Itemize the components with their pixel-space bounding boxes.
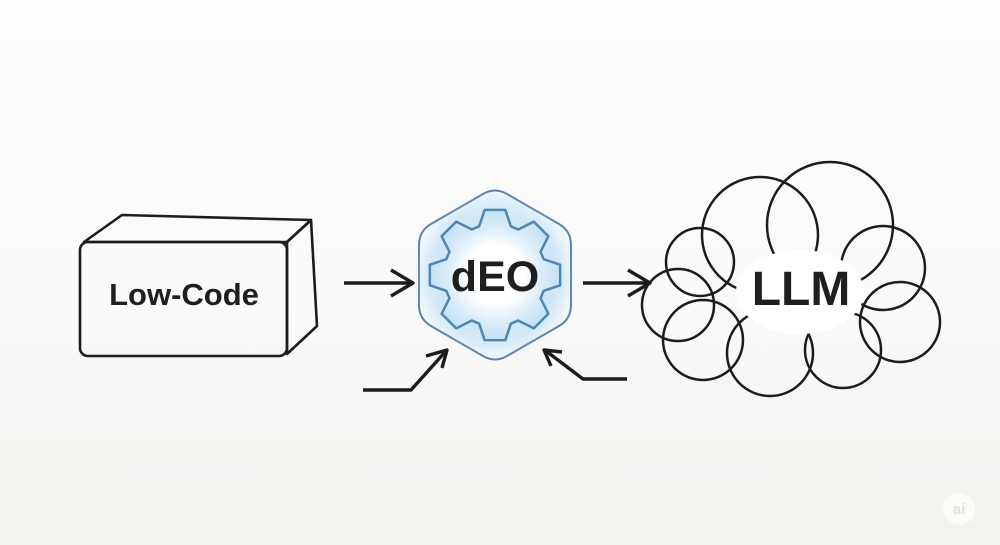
watermark-circle xyxy=(943,493,975,525)
low-code-box: Low-Code xyxy=(78,213,319,358)
box-front-face xyxy=(78,240,289,358)
arrow-low-code-to-deo xyxy=(344,268,415,298)
cloud-center-fill xyxy=(736,250,864,334)
llm-label: LLM xyxy=(752,263,851,316)
arrow-input-right-to-deo xyxy=(542,348,627,381)
box-right-face xyxy=(285,218,319,356)
deo-hexagon: dEO xyxy=(418,189,572,361)
box-top-face xyxy=(82,213,313,244)
arrow-deo-to-llm xyxy=(583,268,652,298)
watermark-badge: ai xyxy=(943,493,975,525)
gear-icon xyxy=(428,208,562,342)
llm-cloud: LLM xyxy=(640,160,942,398)
arrow-input-left-to-deo xyxy=(363,348,449,392)
low-code-label: Low-Code xyxy=(109,277,259,312)
deo-label: dEO xyxy=(451,253,539,301)
watermark-label: ai xyxy=(953,501,966,518)
